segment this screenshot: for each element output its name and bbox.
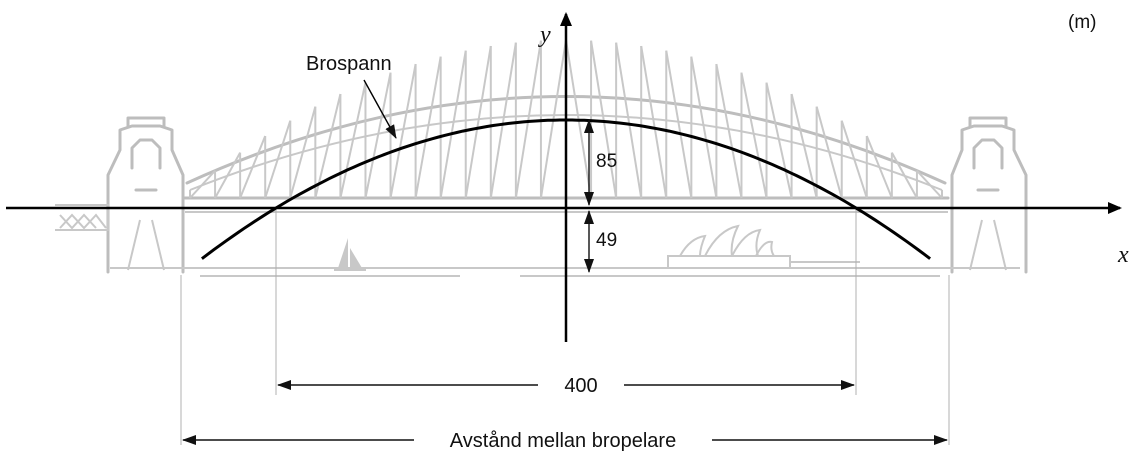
- truss-diagonal: [439, 50, 467, 199]
- extension-lines: [180, 210, 950, 445]
- opera-house: [667, 224, 860, 268]
- truss-diagonal: [765, 82, 793, 199]
- truss-diagonal: [339, 82, 367, 199]
- truss-diagonal: [865, 135, 893, 199]
- truss-diagonal: [189, 169, 216, 199]
- arch-label: Brospann: [306, 53, 392, 75]
- truss-diagonal: [389, 63, 417, 199]
- truss-diagonal: [239, 135, 267, 199]
- truss-diagonal: [615, 42, 643, 199]
- x-axis-label: x: [1117, 242, 1129, 268]
- truss-diagonal: [916, 169, 943, 199]
- truss-diagonal: [464, 45, 492, 199]
- truss-diagonal: [514, 40, 542, 199]
- truss-diagonal: [840, 120, 868, 199]
- truss-diagonal: [715, 63, 743, 199]
- truss-diagonal: [665, 50, 693, 199]
- truss-diagonal: [590, 40, 618, 199]
- pillar-distance-label: Avstånd mellan bropelare: [450, 430, 676, 452]
- sailboat: [334, 238, 366, 271]
- depth-49-label: 49: [596, 230, 617, 251]
- y-axis-label: y: [538, 22, 551, 48]
- truss-diagonal: [289, 106, 317, 199]
- height-85-label: 85: [596, 151, 617, 172]
- unit-label: (m): [1068, 12, 1096, 33]
- truss-diagonal: [640, 45, 668, 199]
- truss-diagonal: [264, 120, 292, 199]
- arch-leader-line: [363, 79, 397, 139]
- truss-diagonal: [214, 152, 242, 199]
- arch-parabola: [200, 118, 932, 260]
- truss-diagonal: [314, 93, 342, 199]
- truss-diagonal: [815, 106, 843, 199]
- left-pylon: [106, 116, 185, 274]
- truss-diagonal: [790, 93, 818, 199]
- left-abutment: [55, 204, 109, 231]
- bridge-illustration: [55, 39, 1028, 277]
- truss-diagonal: [414, 56, 442, 199]
- truss-diagonal: [740, 72, 768, 199]
- truss-diagonal: [489, 42, 517, 199]
- truss-diagonal: [364, 72, 392, 199]
- span-400-label: 400: [564, 375, 597, 397]
- truss-diagonal: [690, 56, 718, 199]
- truss-diagonal: [890, 152, 918, 199]
- right-pylon: [950, 116, 1028, 274]
